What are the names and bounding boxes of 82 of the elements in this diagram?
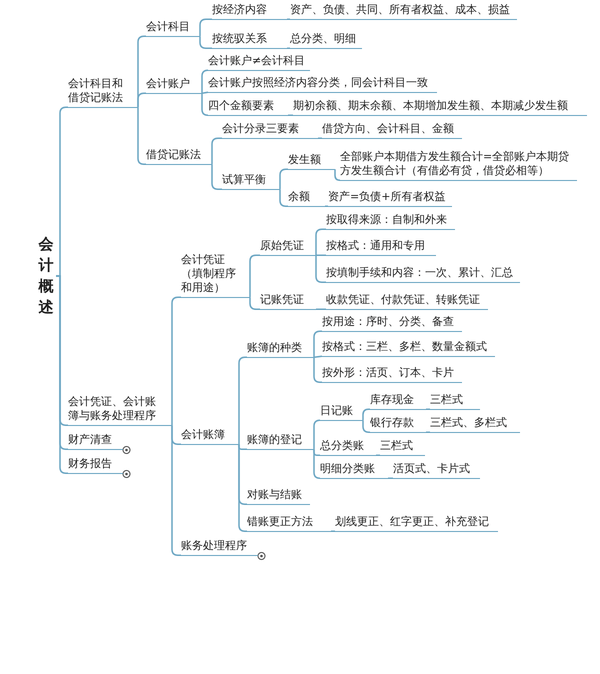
topic-label: 账簿的登记 [247, 433, 314, 450]
topic-label: 按经济内容 [212, 3, 287, 20]
topic-label: 划线更正、红字更正、补充登记 [335, 515, 498, 532]
branch-line [171, 296, 181, 426]
branch-line [314, 356, 322, 358]
branch-line [313, 330, 322, 358]
branch-line [199, 18, 212, 37]
topic-label: 按用途：序时、分类、备查 [322, 315, 462, 332]
branch-line [388, 478, 393, 479]
topic-label: 按取得来源：自制和外来 [326, 213, 455, 230]
topic-label: 财务报告 [68, 457, 123, 474]
topic-label: 收款凭证、付款凭证、转账凭证 [326, 293, 488, 310]
topic-label: 库存现金 [370, 393, 426, 410]
branch-line [211, 138, 222, 165]
branch-line [287, 48, 290, 49]
branch-line [325, 206, 328, 207]
branch-line [315, 254, 326, 283]
branch-line [316, 254, 326, 256]
branch-line [288, 114, 293, 116]
branch-line [362, 420, 370, 433]
branch-line [334, 168, 341, 181]
branch-line [376, 454, 380, 456]
branch-line [318, 138, 322, 139]
topic-label: 会计账簿 [181, 428, 239, 445]
topic-label: 三栏式 [380, 439, 425, 456]
topic-label: 四个金额要素 [208, 99, 288, 116]
topic-label: 活页式、卡片式 [393, 462, 480, 479]
topic-label: 总分类账 [320, 439, 376, 456]
topic-label: 日记账 [320, 404, 363, 421]
topic-label: 明细分类账 [320, 462, 388, 479]
branch-line [279, 168, 288, 190]
topic-label: 按填制手续和内容：一次、累计、汇总 [326, 266, 520, 283]
topic-label: 三栏式 [430, 393, 480, 410]
branch-line [362, 408, 370, 421]
branch-line [201, 92, 209, 116]
topic-label: 按统驭关系 [212, 32, 287, 49]
topic-label: 记账凭证 [260, 293, 316, 310]
topic-label: 按格式：通用和专用 [326, 239, 436, 256]
branch-line [201, 70, 209, 94]
topic-label: 资产、负债、共同、所有者权益、成本、损益 [290, 3, 517, 20]
topic-label: 总分类、明细 [290, 32, 362, 49]
topic-label: 期初余额、期末余额、本期增加发生额、本期减少发生额 [293, 99, 587, 116]
topic-label: 会计凭证、会计账簿与账务处理程序 [68, 395, 172, 426]
branch-line [137, 92, 146, 108]
topic-label: 按外形：活页、订本、卡片 [322, 366, 462, 383]
topic-label: 发生额 [288, 153, 335, 170]
topic-label: 借贷方向、会计科目、金额 [322, 122, 462, 139]
topic-label: 按格式：三栏、多栏、数量金额式 [322, 340, 495, 357]
topic-label: 资产=负债+所有者权益 [328, 190, 452, 207]
topic-label: 错账更正方法 [247, 515, 331, 532]
topic-label: 三栏式、多栏式 [430, 416, 520, 433]
branch-line [426, 408, 430, 410]
branch-line [287, 18, 290, 20]
topic-label: 会计账户 [146, 77, 202, 94]
branch-line [426, 432, 430, 433]
topic-label: 账务处理程序 [181, 539, 258, 556]
topic-label: 余额 [288, 190, 325, 207]
branch-line [331, 530, 335, 532]
topic-label: 原始凭证 [260, 239, 316, 256]
topic-label: 会计账户按照经济内容分类，同会计科目一致 [208, 76, 437, 93]
topic-label: 会计账户≠会计科目 [208, 54, 310, 71]
topic-label: 会计分录三要素 [222, 122, 318, 139]
topic-label: 财产清查 [68, 433, 123, 450]
branch-line [279, 188, 288, 207]
branch-line [202, 92, 208, 94]
topic-label: 账簿的种类 [247, 341, 314, 358]
branch-line [199, 36, 212, 49]
topic-label: 会计科目 [146, 20, 200, 37]
topic-label: 对账与结账 [247, 488, 310, 505]
branch-line [211, 164, 222, 190]
topic-label: 会计凭证（填制程序和用途） [181, 253, 250, 298]
topic-label: 银行存款 [370, 416, 426, 433]
branch-line [171, 424, 181, 556]
root-topic: 会计概述 [37, 234, 55, 318]
topic-label: 全部账户本期借方发生额合计=全部账户本期贷方发生额合计（有借必有贷，借贷必相等） [340, 150, 577, 181]
branch-line [315, 228, 326, 256]
branch-line [316, 308, 326, 310]
topic-label: 借贷记账法 [146, 148, 212, 165]
topic-label: 试算平衡 [222, 173, 280, 190]
branch-line [249, 296, 260, 310]
branch-line [249, 254, 260, 298]
topic-label: 会计科目和借贷记账法 [68, 77, 138, 108]
